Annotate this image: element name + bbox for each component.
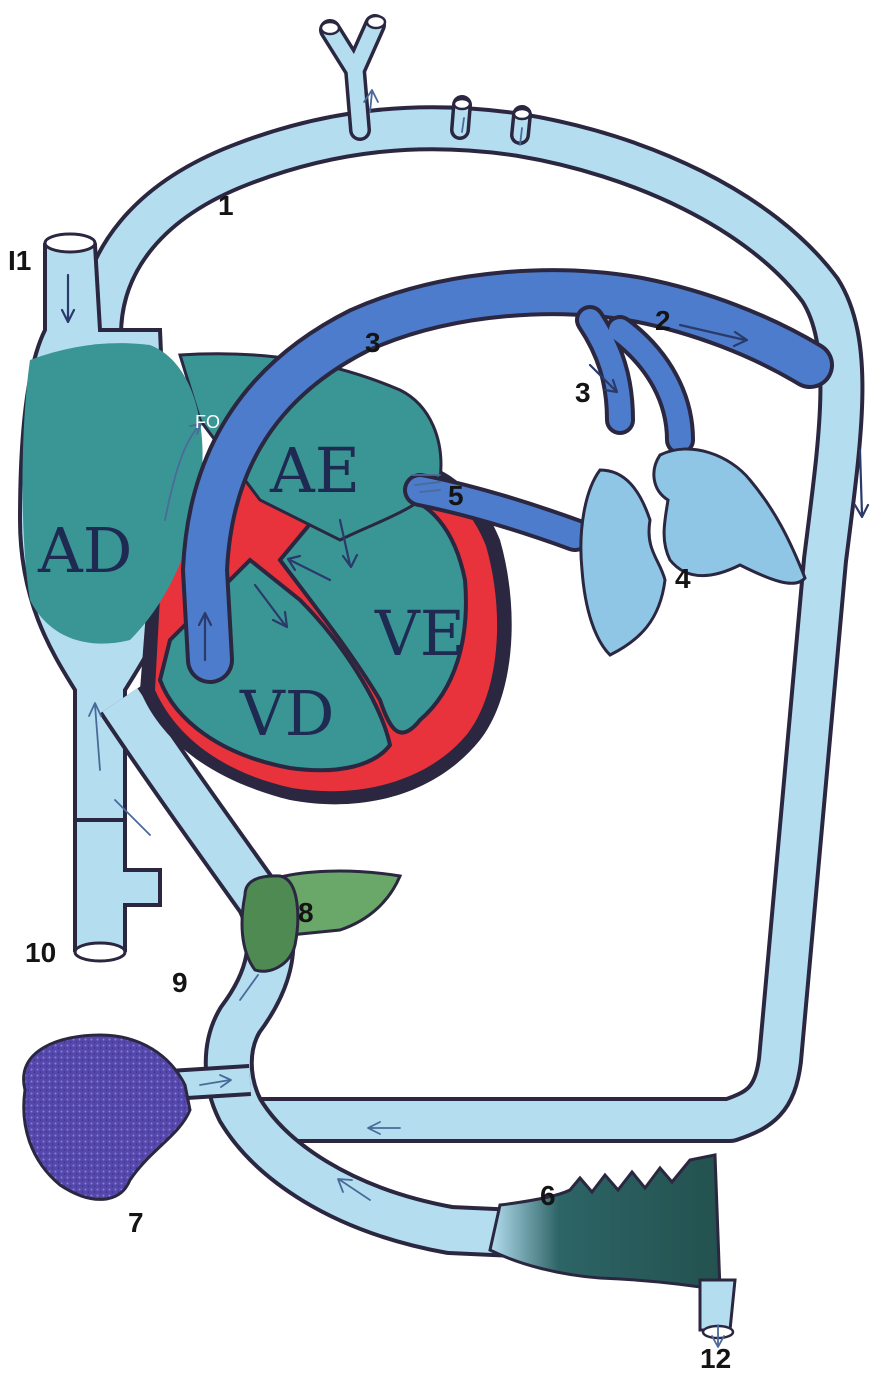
label-5: 5 xyxy=(448,480,464,511)
label-1: 1 xyxy=(218,190,234,221)
label-4: 4 xyxy=(675,563,691,594)
lungs xyxy=(581,449,805,655)
label-left-ventricle: VE xyxy=(374,597,465,670)
label-12: 12 xyxy=(700,1343,731,1374)
label-7: 7 xyxy=(128,1207,144,1238)
label-foramen-ovale: FO xyxy=(195,412,220,432)
label-2: 2 xyxy=(655,305,671,336)
placenta-region xyxy=(490,1155,735,1338)
label-8: 8 xyxy=(298,897,314,928)
inferior-vena-cava xyxy=(75,820,160,961)
label-3b: 3 xyxy=(575,377,591,408)
label-right-atrium: AD xyxy=(37,514,132,587)
label-6: 6 xyxy=(540,1180,556,1211)
label-right-ventricle: VD xyxy=(239,677,334,750)
spleen xyxy=(24,1035,190,1199)
label-9: 9 xyxy=(172,967,188,998)
liver xyxy=(242,871,400,971)
label-3a: 3 xyxy=(365,327,381,358)
label-left-atrium: AE xyxy=(269,434,360,507)
label-10: 10 xyxy=(25,937,56,968)
label-11: I1 xyxy=(8,245,31,276)
